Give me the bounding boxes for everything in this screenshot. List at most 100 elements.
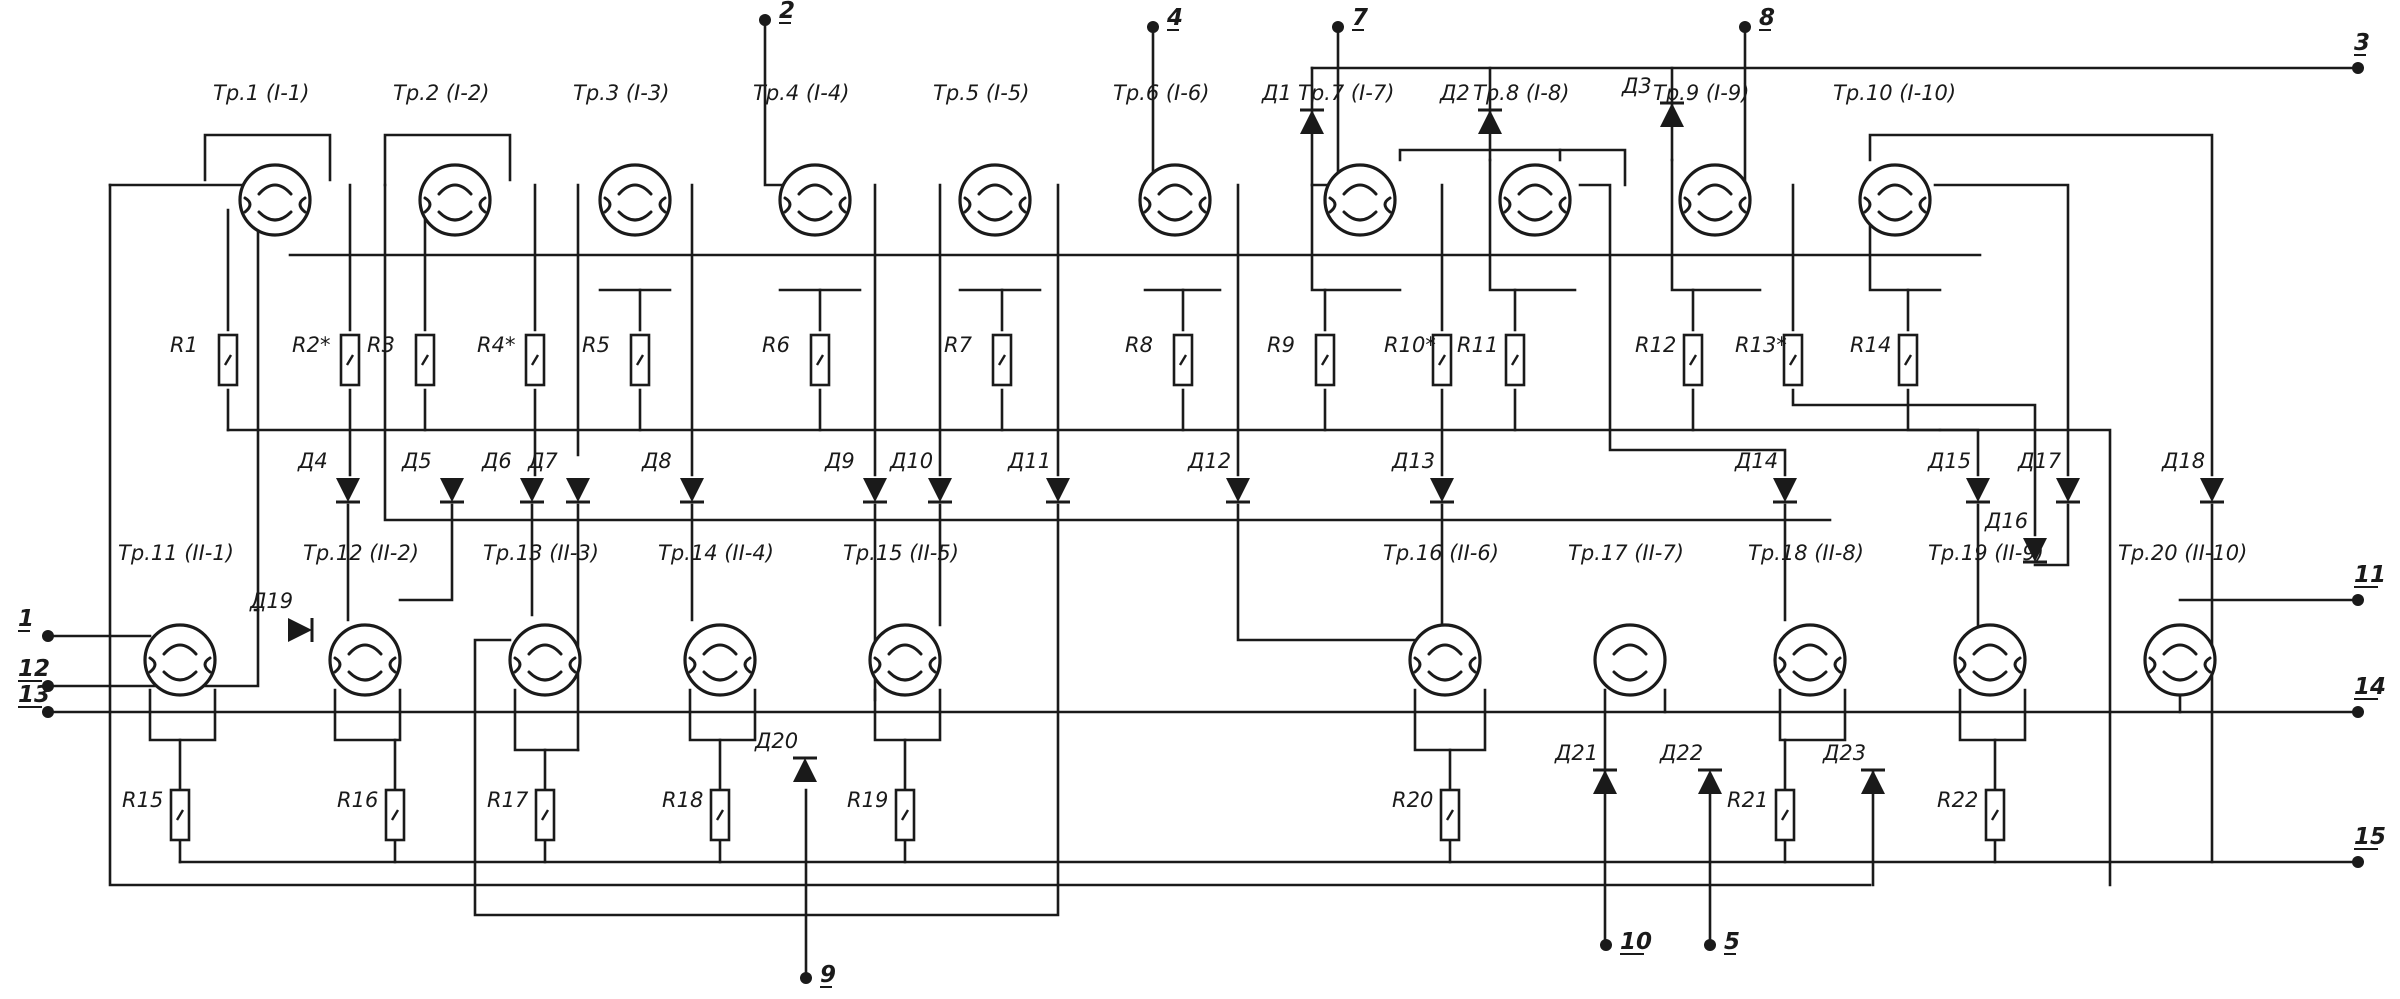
tube-cathode xyxy=(702,670,738,682)
diode-triangle xyxy=(440,478,464,502)
tube-grid-left xyxy=(603,196,612,214)
terminal-dot xyxy=(759,14,771,26)
tube-label: Тр.15 (II-5) xyxy=(843,541,959,565)
tube-t9: Тр.9 (I-9) xyxy=(1653,81,1752,237)
tube-grid-left xyxy=(1683,196,1692,214)
tube-grid-right xyxy=(1468,656,1477,674)
resistor-label: R10* xyxy=(1384,333,1436,357)
tube-cathode xyxy=(437,210,473,222)
terminal-label: 1 xyxy=(18,606,34,632)
terminal-label: 7 xyxy=(1352,5,1368,31)
diode-label: Д4 xyxy=(297,449,328,473)
diode-d15: Д15 xyxy=(1927,449,1990,504)
resistor-r7: R7 xyxy=(944,333,1013,387)
diode-triangle xyxy=(288,618,312,642)
resistor-mark xyxy=(997,354,1007,366)
resistor-label: R1 xyxy=(170,333,198,357)
diode-label: Д2 xyxy=(1439,81,1470,105)
resistor-mark xyxy=(1688,354,1698,366)
resistor-mark xyxy=(1445,809,1455,821)
resistor-label: R12 xyxy=(1635,333,1676,357)
tube-grid-left xyxy=(1778,656,1787,674)
tube-grid-right xyxy=(743,656,752,674)
tube-t10: Тр.10 (I-10) xyxy=(1833,81,1956,237)
tube-anode xyxy=(1697,183,1733,196)
tube-envelope xyxy=(868,623,942,697)
resistor-r15: R15 xyxy=(122,788,191,842)
tube-grid-right xyxy=(928,656,937,674)
tube-grid-left xyxy=(688,656,697,674)
terminal-dot xyxy=(1739,21,1751,33)
diode-d1: Д1 xyxy=(1261,81,1324,134)
terminal-dot xyxy=(42,706,54,718)
resistor-mark xyxy=(1510,354,1520,366)
tube-envelope xyxy=(1498,163,1572,237)
tube-t12: Тр.12 (II-2) xyxy=(303,541,419,697)
tube-envelope xyxy=(508,623,582,697)
tube-grid-left xyxy=(1413,656,1422,674)
tube-t15: Тр.15 (II-5) xyxy=(843,541,959,697)
tube-grid-right xyxy=(203,656,212,674)
tube-anode xyxy=(2162,643,2198,656)
diode-d9: Д9 xyxy=(824,449,887,504)
resistor-mark xyxy=(420,354,430,366)
tube-label: Тр.16 (II-6) xyxy=(1383,541,1499,565)
diode-label: Д7 xyxy=(527,449,558,473)
resistor-mark xyxy=(345,354,355,366)
terminal-dot xyxy=(2352,856,2364,868)
diode-label: Д11 xyxy=(1007,449,1051,473)
resistor-mark xyxy=(540,809,550,821)
diode-label: Д15 xyxy=(1927,449,1971,473)
resistor-label: R3 xyxy=(367,333,395,357)
diode-triangle xyxy=(1046,478,1070,502)
diode-label: Д9 xyxy=(824,449,855,473)
diode-label: Д22 xyxy=(1659,741,1703,765)
terminal-term13: 13 xyxy=(18,682,54,718)
tube-t4: Тр.4 (I-4) xyxy=(753,81,852,237)
terminal-label: 4 xyxy=(1166,5,1183,31)
diode-d5: Д5 xyxy=(401,449,464,504)
tube-t7: Тр.7 (I-7) xyxy=(1298,81,1397,237)
terminal-label: 9 xyxy=(820,962,836,988)
tube-anode xyxy=(257,183,293,196)
terminal-label: 3 xyxy=(2354,30,2370,56)
terminal-dot xyxy=(2352,594,2364,606)
resistor-r17: R17 xyxy=(487,788,556,842)
tubes-layer: Тр.1 (I-1)Тр.2 (I-2)Тр.3 (I-3)Тр.4 (I-4)… xyxy=(118,81,2247,697)
tube-envelope xyxy=(143,623,217,697)
terminal-term1: 1 xyxy=(18,606,54,642)
tube-grid-right xyxy=(1018,196,1027,214)
tube-label: Тр.12 (II-2) xyxy=(303,541,419,565)
diode-label: Д23 xyxy=(1822,741,1866,765)
diode-label: Д18 xyxy=(2161,449,2205,473)
diode-label: Д5 xyxy=(401,449,432,473)
diode-triangle xyxy=(1593,770,1617,794)
tube-grid-left xyxy=(148,656,157,674)
diode-triangle xyxy=(1478,110,1502,134)
tube-envelope xyxy=(1953,623,2027,697)
tube-anode xyxy=(437,183,473,196)
tube-cathode xyxy=(347,670,383,682)
diode-d20: Д20 xyxy=(754,729,817,782)
resistor-r9: R9 xyxy=(1267,333,1336,387)
tube-cathode xyxy=(162,670,198,682)
tube-t8: Тр.8 (I-8) xyxy=(1473,81,1572,237)
tube-anode xyxy=(1427,643,1463,656)
tube-grid-right xyxy=(1738,196,1747,214)
tube-cathode xyxy=(2162,670,2198,682)
tube-anode xyxy=(1342,183,1378,196)
terminal-label: 8 xyxy=(1759,5,1775,31)
terminal-dot xyxy=(42,680,54,692)
tube-cathode xyxy=(257,210,293,222)
diode-label: Д6 xyxy=(481,449,512,473)
tube-t6: Тр.6 (I-6) xyxy=(1113,81,1212,237)
tube-grid-left xyxy=(783,196,792,214)
terminal-term14: 14 xyxy=(2352,674,2386,718)
tube-grid-right xyxy=(2013,656,2022,674)
resistor-mark xyxy=(1903,354,1913,366)
diode-d18: Д18 xyxy=(2161,449,2224,504)
resistor-r3: R3 xyxy=(367,333,436,387)
resistor-mark xyxy=(1320,354,1330,366)
diode-triangle xyxy=(1430,478,1454,502)
